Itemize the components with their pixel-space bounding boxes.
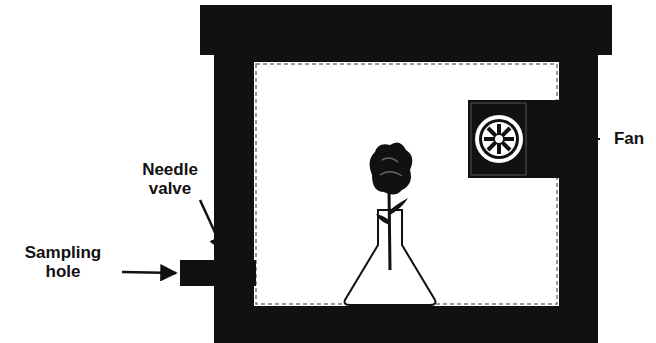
part-label: Needle valve bbox=[130, 160, 210, 198]
fan-housing bbox=[468, 100, 559, 178]
lid bbox=[200, 5, 612, 55]
fan-leader bbox=[560, 138, 600, 140]
fan-blades bbox=[484, 124, 514, 154]
stem bbox=[389, 190, 390, 270]
chamber-interior bbox=[254, 62, 559, 306]
chamber-wall bbox=[214, 55, 598, 343]
flower bbox=[370, 142, 413, 194]
needle-valve-leader bbox=[200, 200, 224, 252]
sampling-tube bbox=[180, 260, 256, 286]
fan-ring bbox=[475, 115, 523, 163]
part-label: Fan bbox=[606, 129, 652, 148]
part-label: Sampling hole bbox=[8, 243, 118, 281]
sampling-hole-leader bbox=[122, 272, 176, 273]
